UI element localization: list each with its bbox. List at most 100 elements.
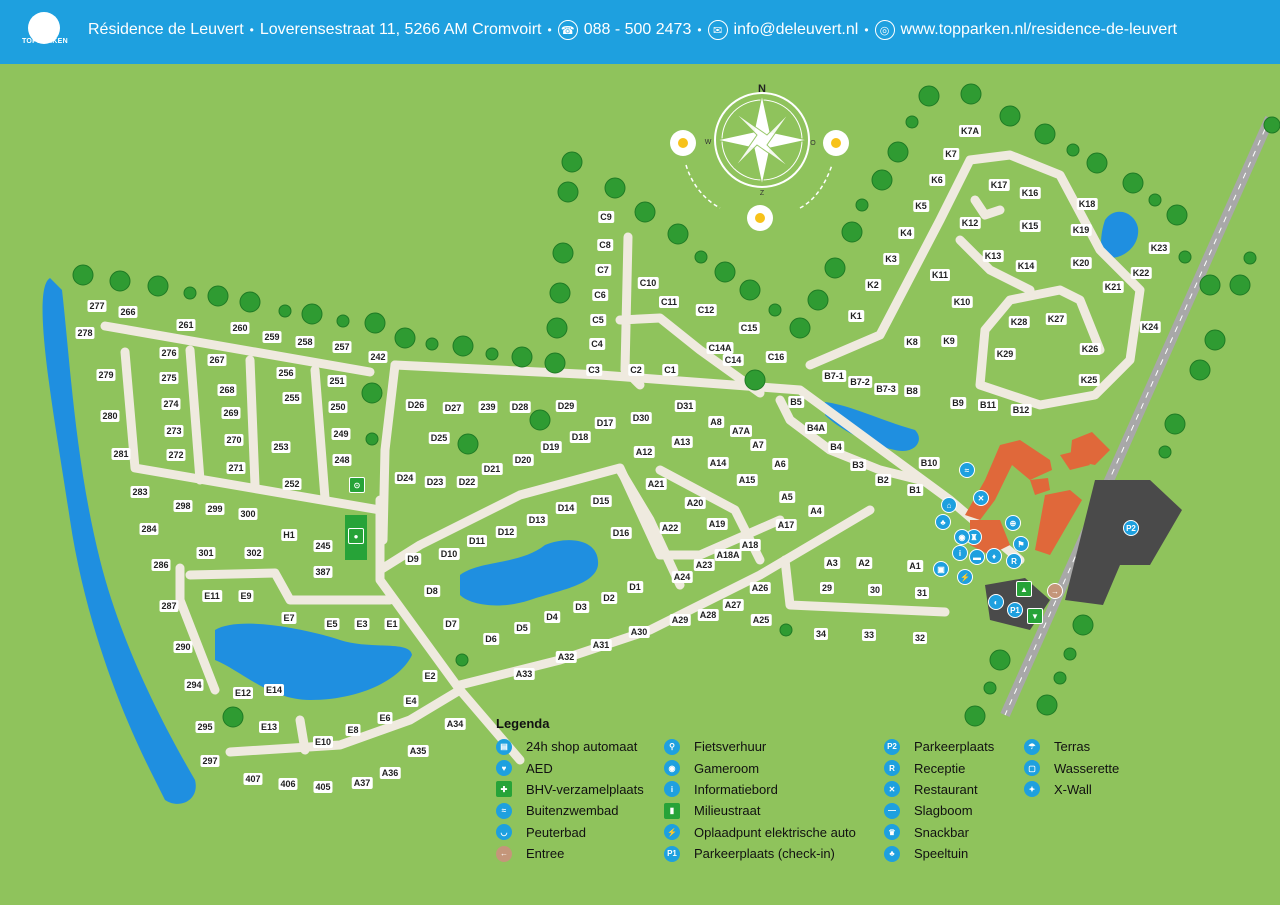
plot-label[interactable]: 283 bbox=[130, 486, 150, 498]
facility-icon[interactable]: ♣ bbox=[935, 514, 951, 530]
plot-label[interactable]: K11 bbox=[929, 269, 951, 281]
plot-label[interactable]: C15 bbox=[738, 322, 760, 334]
plot-label[interactable]: C8 bbox=[597, 239, 613, 251]
plot-label[interactable]: K19 bbox=[1070, 224, 1092, 236]
plot-label[interactable]: B7-2 bbox=[848, 376, 872, 388]
plot-label[interactable]: 266 bbox=[118, 306, 138, 318]
plot-label[interactable]: C14 bbox=[722, 354, 744, 366]
plot-label[interactable]: A33 bbox=[513, 668, 535, 680]
plot-label[interactable]: B7-3 bbox=[874, 383, 898, 395]
plot-label[interactable]: K6 bbox=[929, 174, 945, 186]
facility-icon[interactable]: ▼ bbox=[1027, 608, 1043, 624]
plot-label[interactable]: 275 bbox=[159, 372, 179, 384]
plot-label[interactable]: B12 bbox=[1010, 404, 1032, 416]
plot-label[interactable]: 30 bbox=[867, 584, 883, 596]
plot-label[interactable]: C6 bbox=[592, 289, 608, 301]
plot-label[interactable]: K2 bbox=[865, 279, 881, 291]
facility-icon[interactable]: ⚑ bbox=[1013, 536, 1029, 552]
plot-label[interactable]: D21 bbox=[481, 463, 503, 475]
plot-label[interactable]: A34 bbox=[444, 718, 466, 730]
plot-label[interactable]: E11 bbox=[202, 590, 222, 602]
plot-label[interactable]: D30 bbox=[630, 412, 652, 424]
plot-label[interactable]: E1 bbox=[384, 618, 400, 630]
facility-icon[interactable]: ● bbox=[348, 528, 364, 544]
facility-icon[interactable]: P2 bbox=[1123, 520, 1139, 536]
plot-label[interactable]: A6 bbox=[772, 458, 788, 470]
plot-label[interactable]: K8 bbox=[904, 336, 920, 348]
plot-label[interactable]: A24 bbox=[671, 571, 693, 583]
plot-label[interactable]: 261 bbox=[176, 319, 196, 331]
plot-label[interactable]: A7 bbox=[750, 439, 766, 451]
facility-icon[interactable]: ⚡ bbox=[957, 569, 973, 585]
plot-label[interactable]: 253 bbox=[271, 441, 291, 453]
plot-label[interactable]: K27 bbox=[1045, 313, 1067, 325]
plot-label[interactable]: D12 bbox=[495, 526, 517, 538]
plot-label[interactable]: A14 bbox=[707, 457, 729, 469]
plot-label[interactable]: K16 bbox=[1019, 187, 1041, 199]
plot-label[interactable]: C12 bbox=[695, 304, 717, 316]
plot-label[interactable]: A35 bbox=[407, 745, 429, 757]
plot-label[interactable]: 278 bbox=[75, 327, 95, 339]
phone-number[interactable]: 088 - 500 2473 bbox=[583, 21, 692, 38]
plot-label[interactable]: K13 bbox=[982, 250, 1004, 262]
plot-label[interactable]: D26 bbox=[405, 399, 427, 411]
facility-icon[interactable]: ▬ bbox=[969, 549, 985, 565]
plot-label[interactable]: 297 bbox=[200, 755, 220, 767]
email-link[interactable]: info@deleuvert.nl bbox=[733, 21, 859, 38]
plot-label[interactable]: D6 bbox=[483, 633, 499, 645]
plot-label[interactable]: K24 bbox=[1139, 321, 1161, 333]
plot-label[interactable]: 255 bbox=[282, 392, 302, 404]
plot-label[interactable]: B10 bbox=[918, 457, 940, 469]
plot-label[interactable]: 257 bbox=[332, 341, 352, 353]
plot-label[interactable]: 300 bbox=[238, 508, 258, 520]
plot-label[interactable]: A12 bbox=[633, 446, 655, 458]
plot-label[interactable]: 250 bbox=[328, 401, 348, 413]
facility-icon[interactable]: ≈ bbox=[959, 462, 975, 478]
plot-label[interactable]: 258 bbox=[295, 336, 315, 348]
plot-label[interactable]: C2 bbox=[628, 364, 644, 376]
plot-label[interactable]: E6 bbox=[377, 712, 393, 724]
facility-icon[interactable]: ♦ bbox=[986, 548, 1002, 564]
plot-label[interactable]: 280 bbox=[100, 410, 120, 422]
plot-label[interactable]: 259 bbox=[262, 331, 282, 343]
plot-label[interactable]: C7 bbox=[595, 264, 611, 276]
plot-label[interactable]: A19 bbox=[706, 518, 728, 530]
plot-label[interactable]: 287 bbox=[159, 600, 179, 612]
plot-label[interactable]: D3 bbox=[573, 601, 589, 613]
plot-label[interactable]: 32 bbox=[912, 632, 928, 644]
plot-label[interactable]: 302 bbox=[244, 547, 264, 559]
plot-label[interactable]: D15 bbox=[590, 495, 612, 507]
plot-label[interactable]: A31 bbox=[590, 639, 612, 651]
plot-label[interactable]: 295 bbox=[195, 721, 215, 733]
facility-icon[interactable]: ▣ bbox=[933, 561, 949, 577]
plot-label[interactable]: 31 bbox=[914, 587, 930, 599]
plot-label[interactable]: E2 bbox=[422, 670, 438, 682]
plot-label[interactable]: 269 bbox=[221, 407, 241, 419]
plot-label[interactable]: K21 bbox=[1102, 281, 1124, 293]
plot-label[interactable]: D28 bbox=[509, 401, 531, 413]
plot-label[interactable]: D24 bbox=[394, 472, 416, 484]
website-link[interactable]: www.topparken.nl/residence-de-leuvert bbox=[900, 21, 1178, 38]
plot-label[interactable]: D22 bbox=[456, 476, 478, 488]
plot-label[interactable]: E3 bbox=[354, 618, 370, 630]
plot-label[interactable]: K12 bbox=[959, 217, 981, 229]
plot-label[interactable]: K29 bbox=[994, 348, 1016, 360]
plot-label[interactable]: 268 bbox=[217, 384, 237, 396]
plot-label[interactable]: A3 bbox=[824, 557, 840, 569]
plot-label[interactable]: D27 bbox=[442, 402, 464, 414]
plot-label[interactable]: 252 bbox=[282, 478, 302, 490]
plot-label[interactable]: C14A bbox=[706, 342, 734, 354]
facility-icon[interactable]: ⊕ bbox=[1005, 515, 1021, 531]
facility-icon[interactable]: i bbox=[952, 545, 968, 561]
plot-label[interactable]: 34 bbox=[813, 628, 829, 640]
facility-icon[interactable]: ◉ bbox=[954, 529, 970, 545]
plot-label[interactable]: B1 bbox=[907, 484, 923, 496]
plot-label[interactable]: A37 bbox=[351, 777, 373, 789]
plot-label[interactable]: A7A bbox=[729, 425, 753, 437]
plot-label[interactable]: 279 bbox=[96, 369, 116, 381]
plot-label[interactable]: A28 bbox=[697, 609, 719, 621]
plot-label[interactable]: 273 bbox=[164, 425, 184, 437]
plot-label[interactable]: B8 bbox=[904, 385, 920, 397]
plot-label[interactable]: D31 bbox=[674, 400, 696, 412]
plot-label[interactable]: K17 bbox=[988, 179, 1010, 191]
